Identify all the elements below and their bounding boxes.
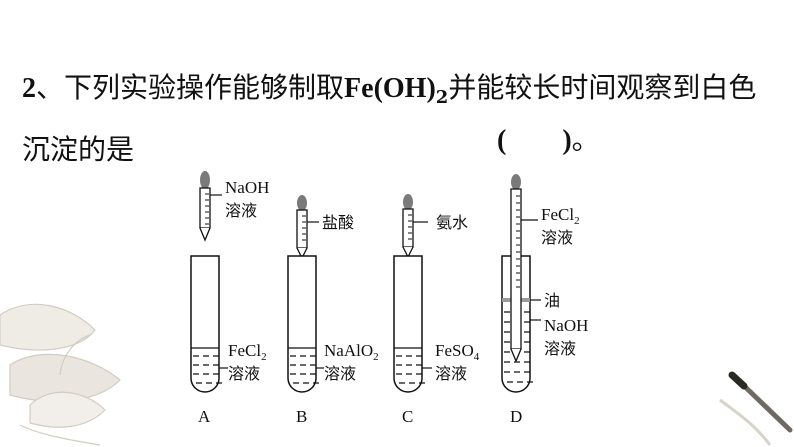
test-tube-a [190, 255, 220, 393]
question-number: 2 [22, 73, 36, 104]
question-text-before: 下列实验操作能够制取 [64, 71, 345, 104]
apparatus-letter-b: B [296, 407, 307, 426]
apparatus-d: FeCl2 溶液 油 NaOH 溶液 D [501, 174, 588, 426]
solution-label-c-line2: 溶液 [435, 364, 467, 383]
question-separator: 、 [36, 71, 65, 104]
oil-label: 油 [544, 291, 560, 310]
apparatus-diagram: NaOH 溶液 FeCl2 溶液 A 盐酸 NaAlO2 溶液 B [190, 171, 588, 426]
apparatus-a: NaOH 溶液 FeCl2 溶液 A [190, 171, 269, 426]
solution-label-b-line2: 溶液 [324, 364, 356, 383]
question-text-after: 并能较长时间观察到白色沉淀的是 [22, 71, 757, 166]
dropper-b [296, 195, 308, 260]
dropper-label-d-line2: 溶液 [541, 228, 573, 247]
dropper-c [402, 194, 414, 259]
dropper-bulb [511, 174, 521, 190]
dropper-d [510, 174, 522, 363]
dropper-bulb [200, 171, 210, 189]
test-tube-c [393, 255, 423, 393]
solution-label-a: FeCl2 [228, 341, 267, 363]
apparatus-b: 盐酸 NaAlO2 溶液 B [287, 195, 379, 426]
apparatus-letter-c: C [402, 407, 413, 426]
dropper-label-c: 氨水 [436, 213, 468, 232]
answer-open-paren: ( [497, 125, 507, 156]
question-text: 2、下列实验操作能够制取Fe(OH)2并能较长时间观察到白色沉淀的是 [22, 62, 782, 176]
answer-close-paren: ) [562, 125, 572, 156]
dropper-label-b: 盐酸 [322, 213, 354, 232]
formula-main: Fe(OH) [344, 73, 436, 104]
solution-label-d: NaOH [544, 316, 588, 335]
apparatus-letter-a: A [198, 407, 211, 426]
dropper-label-a-line2: 溶液 [225, 201, 257, 220]
answer-period: 。 [571, 123, 600, 156]
apparatus-c: 氨水 FeSO4 溶液 C [393, 194, 480, 426]
answer-blank: ()。 [497, 114, 600, 167]
dropper-bulb [297, 195, 307, 211]
solution-label-a-line2: 溶液 [228, 364, 260, 383]
apparatus-letter-d: D [510, 407, 522, 426]
dropper-a [199, 171, 211, 242]
solution-label-b: NaAlO2 [324, 341, 379, 363]
dropper-bulb [403, 194, 413, 210]
formula-subscript: 2 [435, 87, 449, 108]
solution-label-c: FeSO4 [435, 341, 480, 363]
test-tube-b [287, 255, 317, 393]
solution-label-d-line2: 溶液 [544, 339, 576, 358]
dropper-label-d: FeCl2 [541, 205, 580, 227]
dropper-label-a-line1: NaOH [225, 178, 269, 197]
